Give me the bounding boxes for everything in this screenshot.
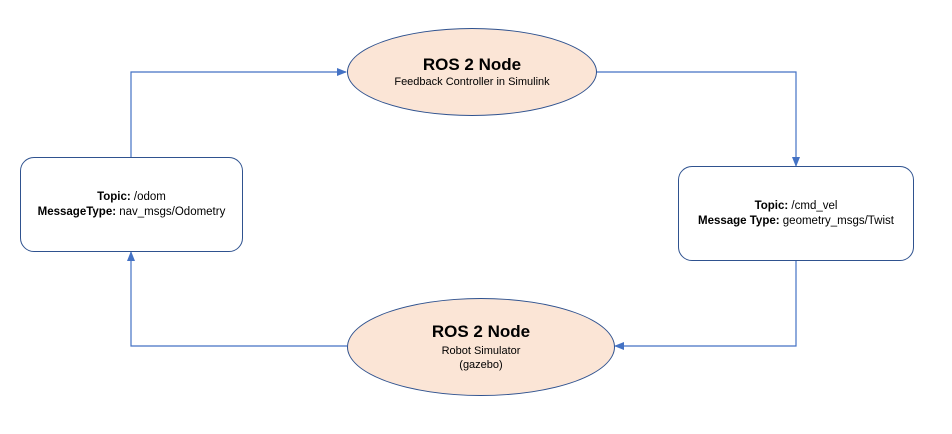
odom-topic-box: Topic: /odom MessageType: nav_msgs/Odome…: [20, 157, 243, 252]
cmdvel-topic-value: /cmd_vel: [788, 199, 838, 212]
arrow-controller-to-cmdvel: [597, 71, 800, 167]
odom-type-value: nav_msgs/Odometry: [116, 205, 226, 218]
odom-topic-value: /odom: [130, 190, 166, 203]
simulator-node-subtitle-line2: (gazebo): [459, 359, 503, 371]
arrow-odom-to-controller: [130, 68, 347, 157]
cmdvel-topic-box: Topic: /cmd_vel Message Type: geometry_m…: [678, 166, 914, 261]
simulator-node-title: ROS 2 Node: [431, 322, 531, 341]
simulator-node: ROS 2 Node Robot Simulator (gazebo): [347, 298, 615, 396]
arrow-cmdvel-to-simulator: [614, 261, 797, 350]
odom-type-line: MessageType: nav_msgs/Odometry: [38, 205, 226, 220]
controller-node-subtitle: Feedback Controller in Simulink: [394, 76, 550, 88]
odom-topic-label: Topic:: [97, 190, 131, 203]
cmdvel-topic-label: Topic:: [754, 199, 789, 212]
odom-type-label: MessageType:: [37, 205, 117, 218]
cmdvel-type-line: Message Type: geometry_msgs/Twist: [698, 214, 894, 229]
cmdvel-type-label: Message Type:: [697, 214, 780, 227]
arrow-simulator-to-odom: [127, 251, 347, 347]
cmdvel-type-value: geometry_msgs/Twist: [779, 214, 894, 227]
cmdvel-topic-line: Topic: /cmd_vel: [755, 199, 838, 214]
simulator-node-subtitle-line1: Robot Simulator: [441, 345, 521, 357]
controller-node-title: ROS 2 Node: [422, 55, 522, 74]
controller-node: ROS 2 Node Feedback Controller in Simuli…: [347, 28, 597, 116]
odom-topic-line: Topic: /odom: [97, 190, 166, 205]
